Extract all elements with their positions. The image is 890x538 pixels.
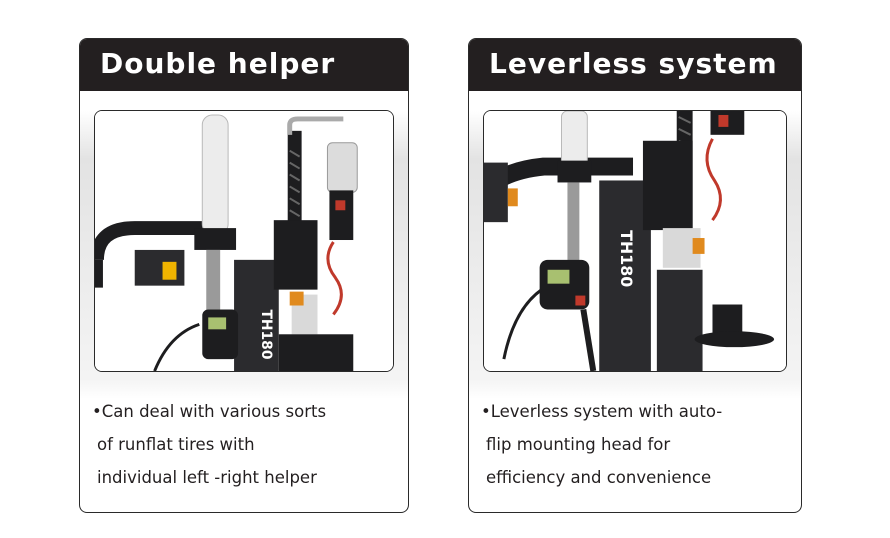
card-description: •Leverless system with auto- flip mounti…: [481, 395, 793, 494]
description-line: •Leverless system with auto-: [481, 402, 723, 421]
model-label: TH180: [258, 309, 274, 359]
card-header: Leverless system: [469, 39, 801, 91]
feature-card-double-helper: Double helper TH180: [79, 38, 409, 513]
description-line: efficiency and convenience: [486, 468, 712, 487]
description-line: •Can deal with various sorts: [92, 402, 327, 421]
description-line: individual left -right helper: [97, 468, 317, 487]
tire-changer-illustration: TH180: [95, 111, 393, 371]
card-title: Double helper: [100, 47, 336, 80]
description-line: of runflat tires with: [97, 435, 255, 454]
card-header: Double helper: [80, 39, 408, 91]
card-title: Leverless system: [489, 47, 778, 80]
description-line: flip mounting head for: [486, 435, 671, 454]
tire-changer-illustration: TH180: [484, 111, 786, 371]
product-photo-double-helper: TH180: [94, 110, 394, 372]
feature-card-leverless-system: Leverless system TH180: [468, 38, 802, 513]
product-photo-leverless-system: TH180: [483, 110, 787, 372]
card-description: •Can deal with various sorts of runflat …: [92, 395, 400, 494]
model-label: TH180: [617, 230, 636, 287]
